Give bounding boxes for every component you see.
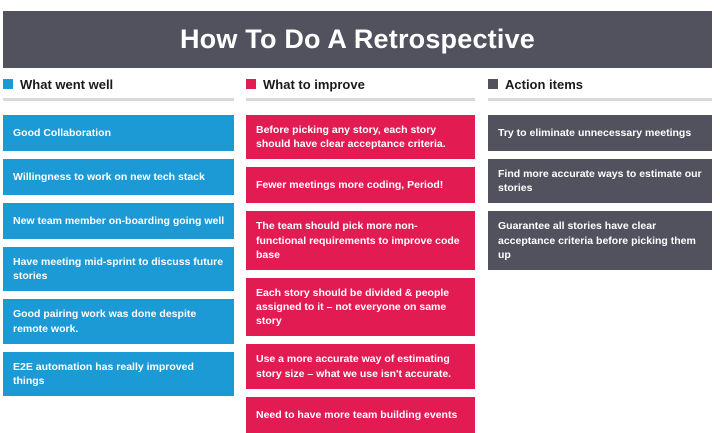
column-divider <box>246 98 475 101</box>
list-item[interactable]: Good pairing work was done despite remot… <box>3 299 234 344</box>
list-item[interactable]: Guarantee all stories have clear accepta… <box>488 211 712 270</box>
list-item[interactable]: Use a more accurate way of estimating st… <box>246 344 475 389</box>
card-list-action-items: Try to eliminate unnecessary meetings Fi… <box>488 115 712 270</box>
list-item[interactable]: Before picking any story, each story sho… <box>246 115 475 160</box>
list-item[interactable]: Try to eliminate unnecessary meetings <box>488 115 712 151</box>
list-item[interactable]: Find more accurate ways to estimate our … <box>488 159 712 204</box>
column-header-what-went-well: What went well <box>3 74 234 94</box>
column-divider <box>488 98 712 101</box>
card-list-what-went-well: Good Collaboration Willingness to work o… <box>3 115 234 397</box>
column-what-to-improve: What to improve Before picking any story… <box>246 74 475 433</box>
list-item[interactable]: Fewer meetings more coding, Period! <box>246 167 475 204</box>
list-item[interactable]: Willingness to work on new tech stack <box>3 159 234 195</box>
column-header-action-items: Action items <box>488 74 712 94</box>
list-item[interactable]: Have meeting mid-sprint to discuss futur… <box>3 247 234 292</box>
list-item[interactable]: Need to have more team building events <box>246 396 475 433</box>
list-item[interactable]: Each story should be divided & people as… <box>246 277 475 337</box>
square-swatch-icon <box>488 79 498 89</box>
list-item[interactable]: The team should pick more non-functional… <box>246 211 475 270</box>
column-action-items: Action items Try to eliminate unnecessar… <box>488 74 712 403</box>
list-item[interactable]: Good Collaboration <box>3 115 234 151</box>
column-header-what-to-improve: What to improve <box>246 74 475 94</box>
retro-columns: What went well Good Collaboration Willin… <box>0 74 720 433</box>
column-divider <box>3 98 234 101</box>
column-title-what-went-well: What went well <box>20 76 114 92</box>
square-swatch-icon <box>246 79 256 89</box>
card-list-what-to-improve: Before picking any story, each story sho… <box>246 115 475 433</box>
column-what-went-well: What went well Good Collaboration Willin… <box>3 74 234 403</box>
retrospective-board: How To Do A Retrospective What went well… <box>0 11 720 433</box>
list-item[interactable]: New team member on-boarding going well <box>3 203 234 239</box>
board-title-bar: How To Do A Retrospective <box>3 11 712 68</box>
page-title: How To Do A Retrospective <box>179 24 536 54</box>
column-title-action-items: Action items <box>505 76 584 92</box>
list-item[interactable]: E2E automation has really improved thing… <box>3 351 234 397</box>
square-swatch-icon <box>3 79 13 89</box>
column-title-what-to-improve: What to improve <box>263 76 365 92</box>
